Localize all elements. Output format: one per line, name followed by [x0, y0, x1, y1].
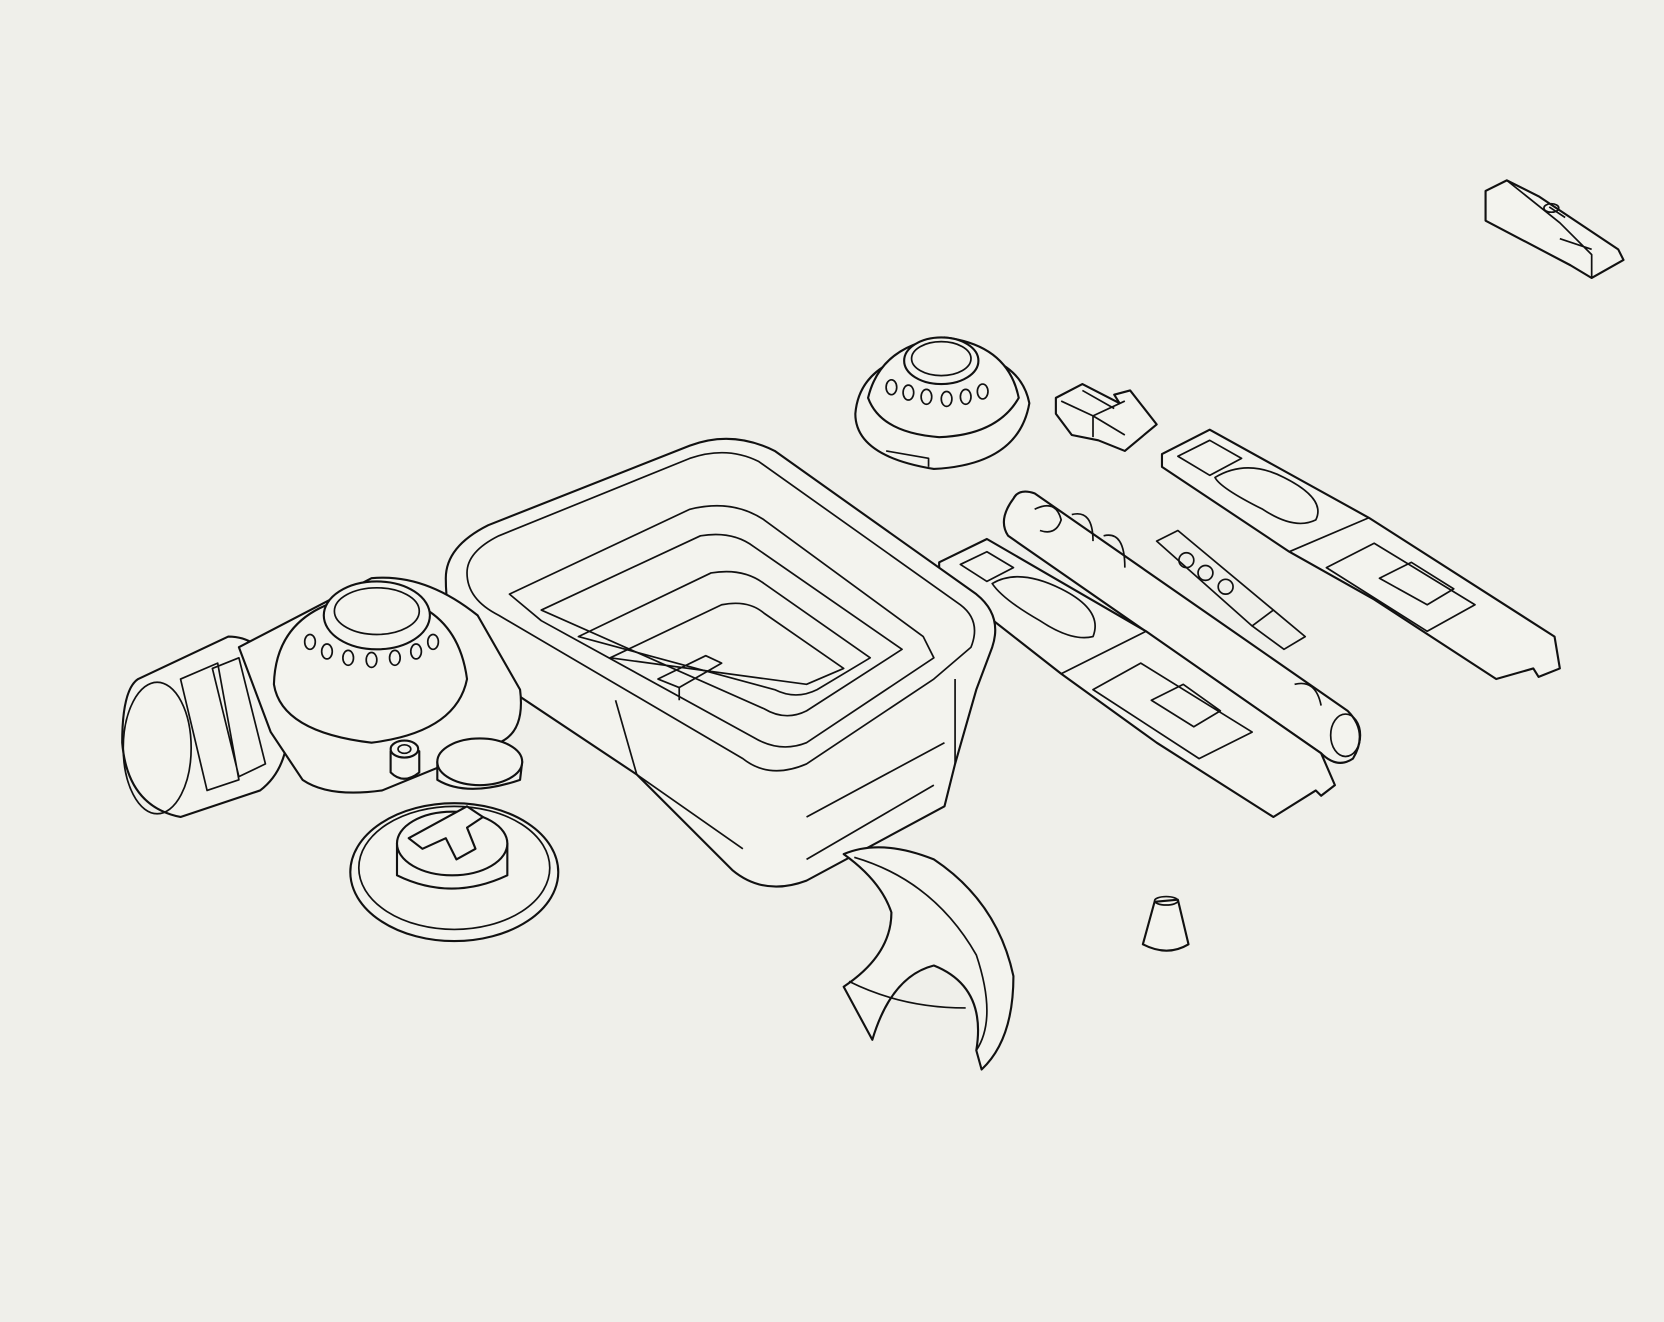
right-tray-plate: [1160, 428, 1561, 681]
cylindrical-tube: [1002, 490, 1362, 764]
large-dome-housing: [237, 576, 522, 794]
small-cone: [1141, 895, 1190, 952]
stacked-rounded-frame: [444, 437, 997, 888]
t-handle-base: [349, 802, 560, 943]
small-dome-cap: [854, 336, 1031, 471]
small-ring: [389, 739, 421, 780]
curved-shell-fragment: [842, 846, 1015, 1071]
round-disc: [436, 737, 524, 790]
center-tray-plate: [938, 537, 1336, 819]
top-right-bracket: [1484, 179, 1625, 280]
cross-grid-clip: [1054, 383, 1158, 452]
